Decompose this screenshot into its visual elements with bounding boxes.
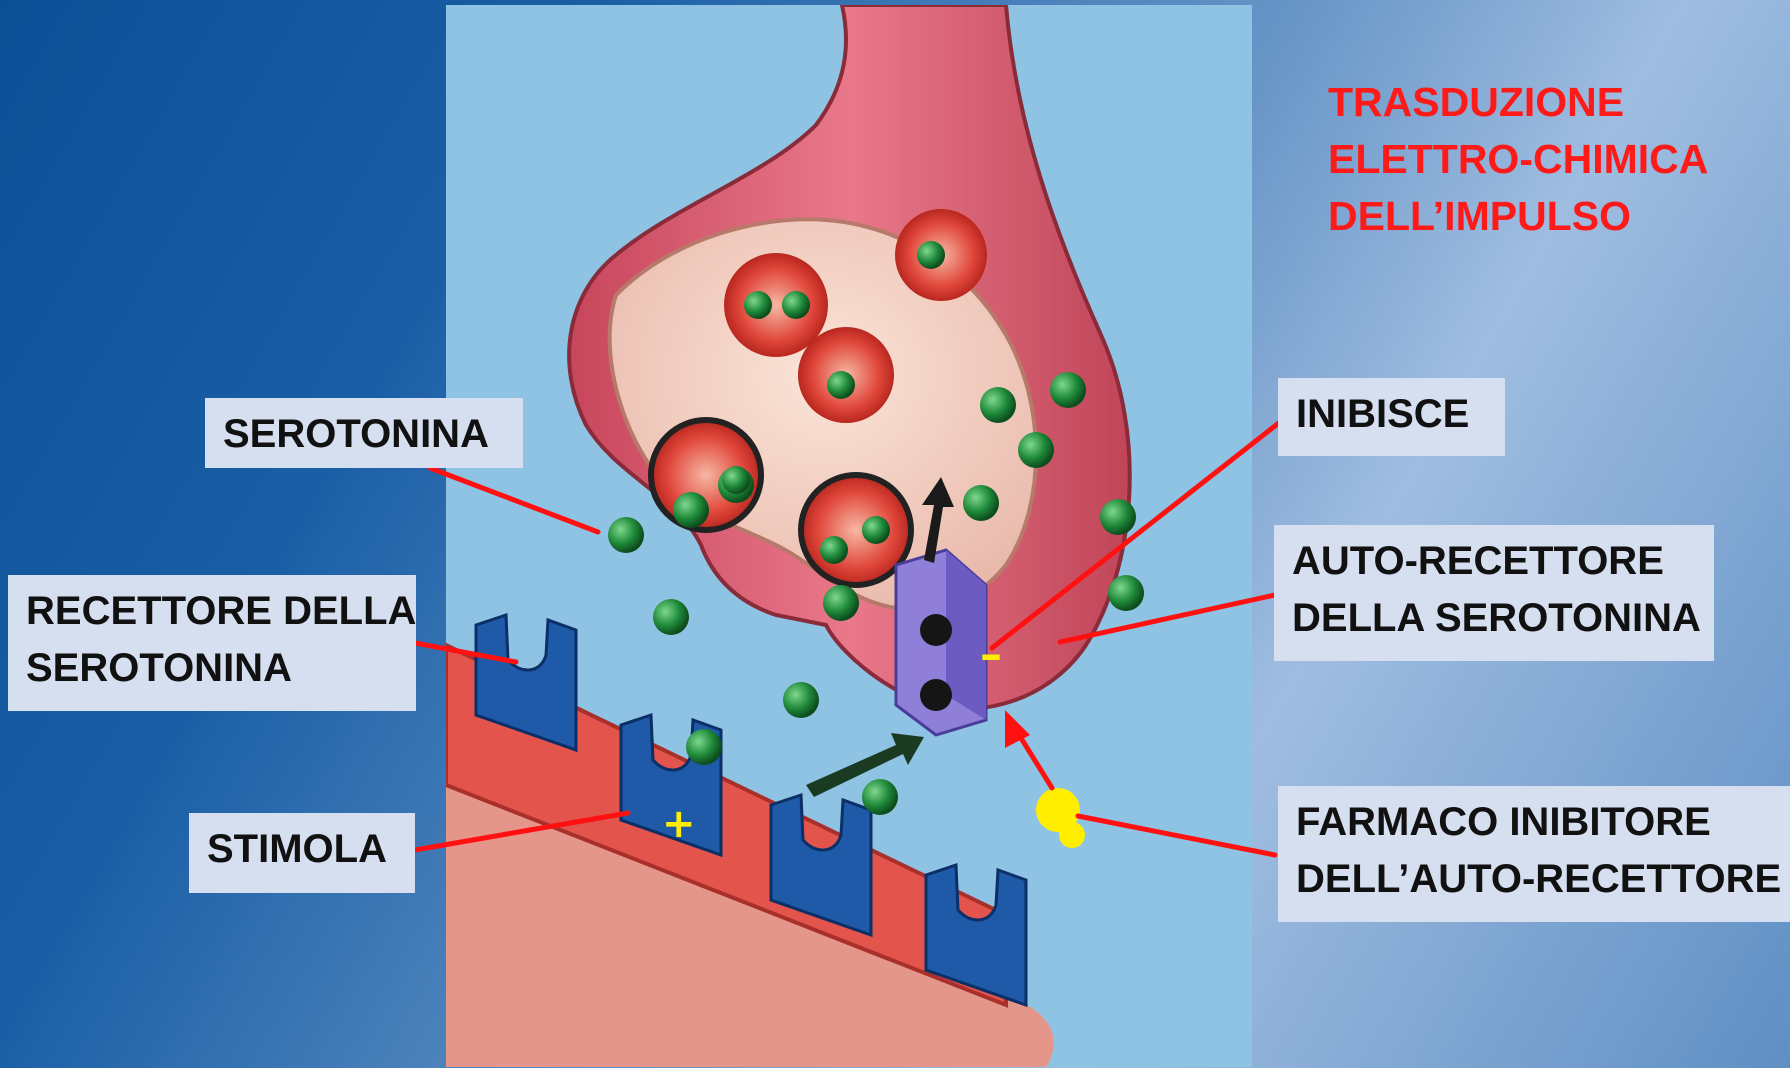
label-recettore: RECETTORE DELLA SEROTONINA (8, 575, 416, 711)
label-farmaco: FARMACO INIBITORE DELL’AUTO-RECETTORE (1278, 786, 1790, 922)
title-line: TRASDUZIONE (1328, 74, 1768, 131)
label-text: SEROTONINA (26, 640, 398, 697)
label-text: STIMOLA (207, 821, 397, 878)
leader-serotonina (430, 468, 598, 532)
label-text: INIBISCE (1296, 386, 1487, 443)
leader-stimola (415, 813, 628, 850)
label-text: SEROTONINA (223, 406, 505, 463)
label-text: AUTO-RECETTORE (1292, 533, 1696, 590)
title-line: DELL’IMPULSO (1328, 188, 1768, 245)
label-text: RECETTORE DELLA (26, 583, 398, 640)
leader-farmaco (1078, 816, 1275, 855)
leader-auto-recettore (1060, 595, 1275, 642)
label-text: DELL’AUTO-RECETTORE (1296, 851, 1772, 908)
label-text: FARMACO INIBITORE (1296, 794, 1772, 851)
label-stimola: STIMOLA (189, 813, 415, 893)
slide-title: TRASDUZIONE ELETTRO-CHIMICA DELL’IMPULSO (1328, 74, 1768, 245)
label-text: DELLA SEROTONINA (1292, 590, 1696, 647)
leader-inibisce (992, 422, 1280, 648)
label-serotonina: SEROTONINA (205, 398, 523, 468)
leader-recettore (415, 643, 516, 662)
label-inibisce: INIBISCE (1278, 378, 1505, 456)
title-line: ELETTRO-CHIMICA (1328, 131, 1768, 188)
label-auto-recettore: AUTO-RECETTORE DELLA SEROTONINA (1274, 525, 1714, 661)
